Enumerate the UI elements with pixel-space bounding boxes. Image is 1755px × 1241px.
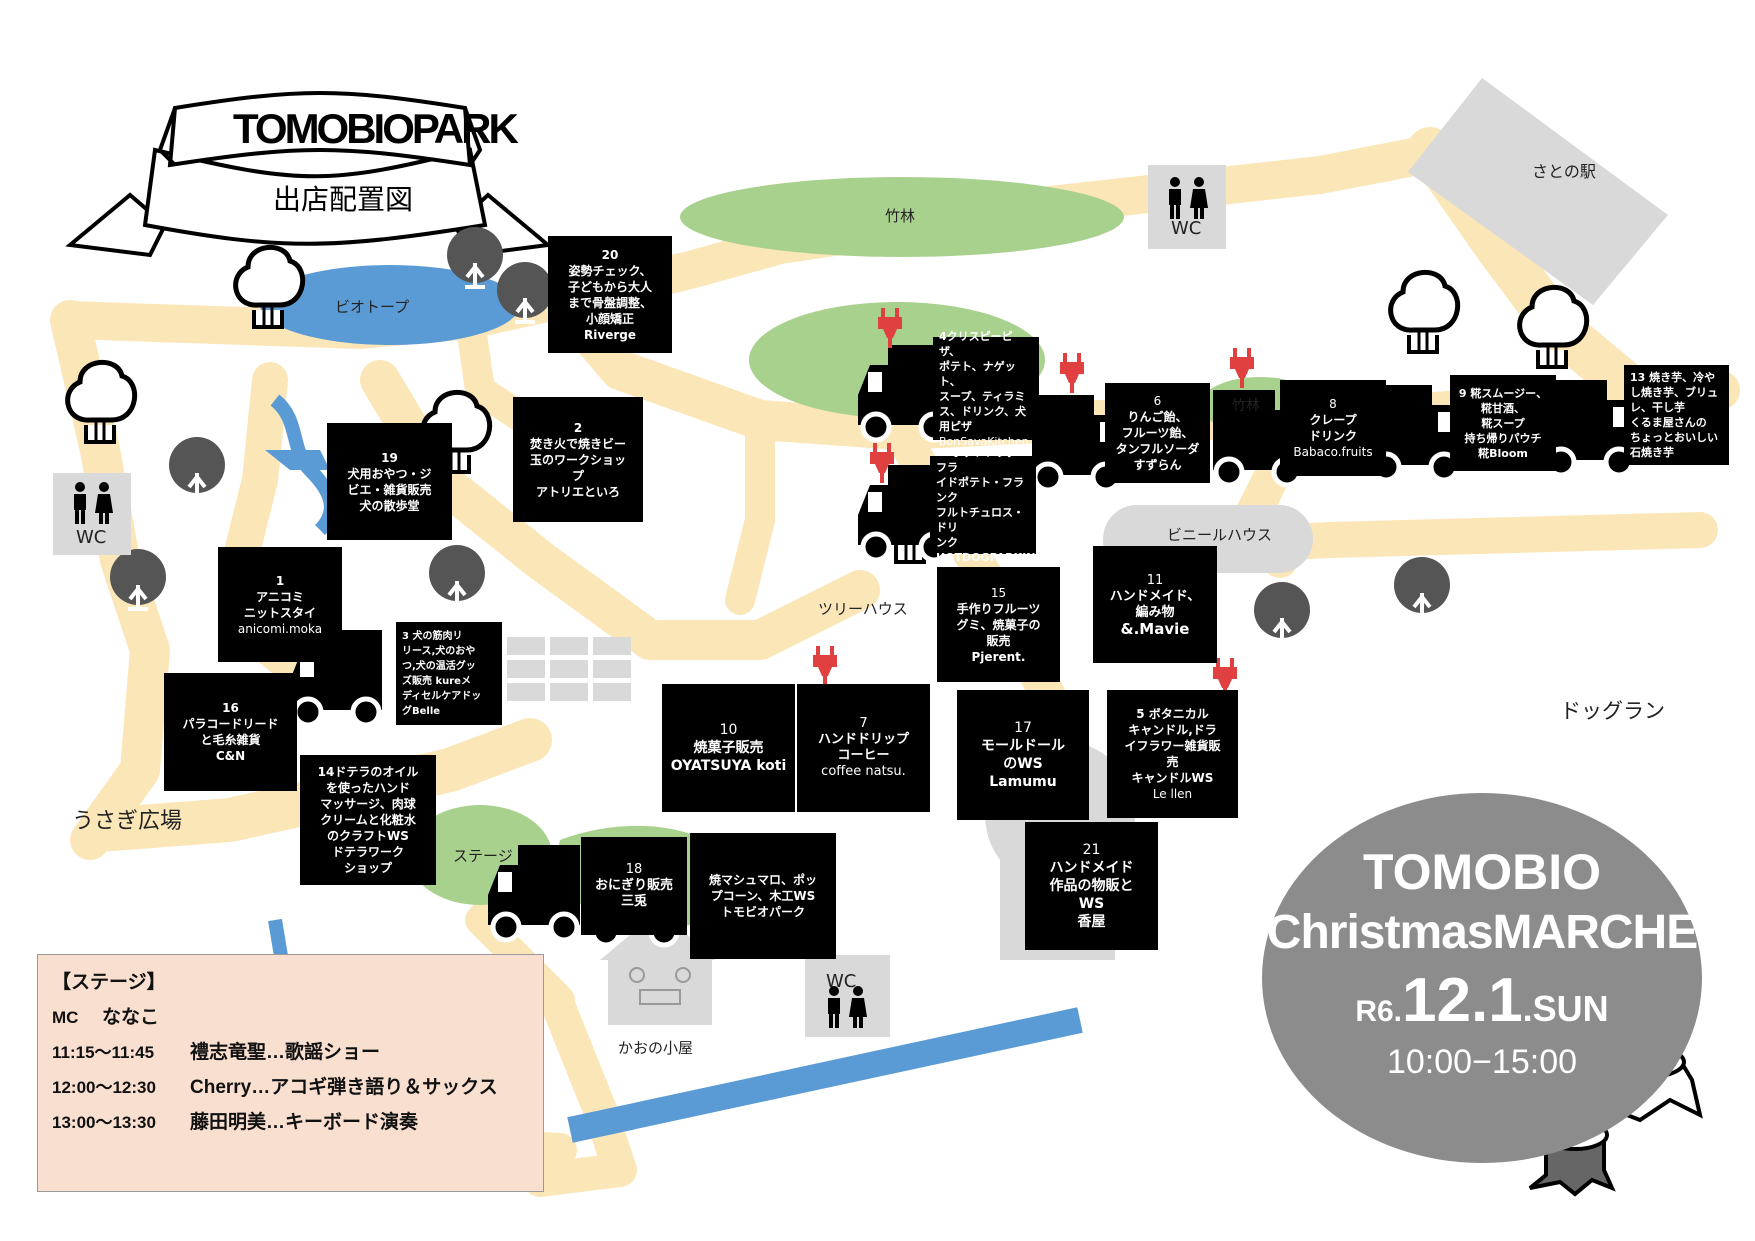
treehouse-label: ツリーハウス — [818, 600, 908, 618]
booth-9: 9 糀スムージー、糀甘酒、糀スープ持ち帰りパウチ糀Bloom — [1450, 375, 1556, 471]
rabbit-plaza-label: うさぎ広場 — [72, 809, 183, 834]
bamboo-small-label: 竹林 — [1232, 398, 1260, 414]
biotope-label: ビオトープ — [335, 298, 410, 316]
dogrun-label: ドッグラン — [1560, 699, 1665, 723]
kao-hut-label: かおの小屋 — [618, 1039, 694, 1057]
booth-13: 13 焼き芋、冷やし焼き芋、ブリュレ、干し芋くるま屋さんのちょっとおいしい石焼き… — [1624, 365, 1729, 465]
event-title-line2: ChristmasMARCHE — [1266, 906, 1698, 959]
stage-label: ステージ — [453, 847, 513, 865]
event-date: R6.12.1.SUN — [1355, 966, 1609, 1035]
satonoeki-label: さとの駅 — [1532, 162, 1596, 181]
wc-label: WC — [1171, 218, 1202, 239]
event-hours: 10:00−15:00 — [1386, 1043, 1578, 1081]
wc-label: WC — [826, 971, 857, 992]
stage-heading: 【ステージ】 — [52, 972, 166, 993]
map-subtitle: 出店配置図 — [273, 183, 414, 216]
booth-3: 3 犬の筋肉リリース,犬のおやつ,犬の温活グッズ販売 kureメディセルケアドッ… — [396, 622, 502, 725]
vinylhouse-label: ビニールハウス — [1167, 526, 1273, 544]
bamboo-label: 竹林 — [885, 207, 916, 225]
title-banner — [65, 91, 553, 258]
wc-label: WC — [76, 527, 107, 548]
event-title-line1: TOMOBIO — [1363, 844, 1601, 900]
park-title: TOMOBIOPARK — [233, 105, 519, 152]
event-info-circle: TOMOBIO ChristmasMARCHE R6.12.1.SUN 10:0… — [1262, 793, 1702, 1163]
